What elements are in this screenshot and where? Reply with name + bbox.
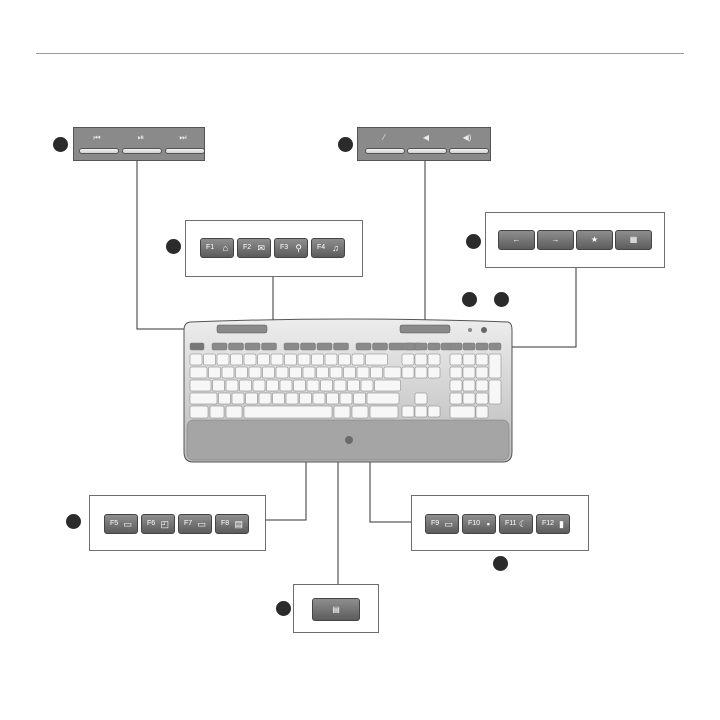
f11-key[interactable]: F11☾ xyxy=(499,514,533,534)
menu-icon: ▤ xyxy=(234,518,243,530)
f10-key[interactable]: F10 ▪ xyxy=(462,514,496,534)
battery-icon: ▮ xyxy=(559,518,564,530)
calculator-icon: ▦ xyxy=(630,235,638,244)
f5-f8-panel: F5 ▭ F6 ◰ F7 ▭ F8 ▤ xyxy=(89,495,266,551)
marker-f9-f12 xyxy=(493,556,508,571)
calculator-key[interactable]: ▦ xyxy=(615,230,652,250)
display-icon: ▭ xyxy=(197,518,206,530)
lock-icon: ▪ xyxy=(487,518,490,530)
next-track-key[interactable] xyxy=(165,148,205,154)
key-label: F10 xyxy=(468,520,480,527)
marker-led-2 xyxy=(494,292,509,307)
f4-key[interactable]: F4 ♫ xyxy=(311,238,345,258)
volume-down-icon: ◀ xyxy=(406,133,446,142)
favorites-icon: ★ xyxy=(591,235,598,244)
volume-down-key[interactable] xyxy=(407,148,447,154)
previous-track-icon: ⏮ xyxy=(77,133,117,143)
f7-key[interactable]: F7 ▭ xyxy=(178,514,212,534)
key-label: F11 xyxy=(505,520,517,527)
volume-up-icon: ◀) xyxy=(447,133,487,142)
f5-key[interactable]: F5 ▭ xyxy=(104,514,138,534)
volume-keys-panel: ⁄ ◀ ◀) xyxy=(357,127,491,161)
f2-key[interactable]: F2 ✉ xyxy=(237,238,271,258)
application-menu-icon: ▤ xyxy=(332,605,340,614)
f12-key[interactable]: F12 ▮ xyxy=(536,514,570,534)
media-keys-panel: ⏮ ⏯ ⏭ xyxy=(73,127,205,161)
sleep-icon: ☾ xyxy=(519,518,527,530)
key-label: F7 xyxy=(184,520,192,527)
previous-track-key[interactable] xyxy=(79,148,119,154)
back-icon: ← xyxy=(513,235,521,244)
f8-key[interactable]: F8 ▤ xyxy=(215,514,249,534)
next-track-icon: ⏭ xyxy=(163,133,203,143)
marker-nav xyxy=(466,234,481,249)
play-pause-key[interactable] xyxy=(122,148,162,154)
key-label: F1 xyxy=(206,244,214,251)
f1-f4-panel: F1 ⌂ F2 ✉ F3 ⚲ F4 ♫ xyxy=(185,220,363,277)
search-icon: ⚲ xyxy=(295,242,302,254)
mute-key[interactable] xyxy=(365,148,405,154)
key-label: F2 xyxy=(243,244,251,251)
mail-icon: ✉ xyxy=(257,242,265,254)
key-label: F12 xyxy=(542,520,554,527)
key-label: F9 xyxy=(431,520,439,527)
key-label: F3 xyxy=(280,244,288,251)
back-key[interactable]: ← xyxy=(498,230,535,250)
play-pause-icon: ⏯ xyxy=(121,133,161,143)
marker-led-1 xyxy=(462,292,477,307)
key-label: F4 xyxy=(317,244,325,251)
music-icon: ♫ xyxy=(332,242,339,254)
f9-f12-panel: F9 ▭ F10 ▪ F11☾ F12 ▮ xyxy=(411,495,589,551)
menu-key-panel: ▤ xyxy=(293,584,379,633)
key-label: F8 xyxy=(221,520,229,527)
forward-key[interactable]: → xyxy=(537,230,574,250)
marker-f1-f4 xyxy=(166,239,181,254)
nav-keys-panel: ← → ★ ▦ xyxy=(485,212,665,268)
marker-menu-key xyxy=(276,601,291,616)
marker-media xyxy=(53,137,68,152)
mute-icon: ⁄ xyxy=(364,133,404,142)
forward-icon: → xyxy=(552,235,560,244)
favorites-key[interactable]: ★ xyxy=(576,230,613,250)
marker-volume xyxy=(338,137,353,152)
monitor-icon: ▭ xyxy=(444,518,453,530)
marker-f5-f8 xyxy=(66,514,81,529)
f3-key[interactable]: F3 ⚲ xyxy=(274,238,308,258)
application-menu-key[interactable]: ▤ xyxy=(312,598,360,621)
volume-up-key[interactable] xyxy=(449,148,489,154)
key-label: F5 xyxy=(110,520,118,527)
f1-key[interactable]: F1 ⌂ xyxy=(200,238,234,258)
switch-icon: ◰ xyxy=(160,518,169,530)
key-label: F6 xyxy=(147,520,155,527)
home-icon: ⌂ xyxy=(223,242,228,254)
f6-key[interactable]: F6 ◰ xyxy=(141,514,175,534)
windows-icon: ▭ xyxy=(123,518,132,530)
f9-key[interactable]: F9 ▭ xyxy=(425,514,459,534)
